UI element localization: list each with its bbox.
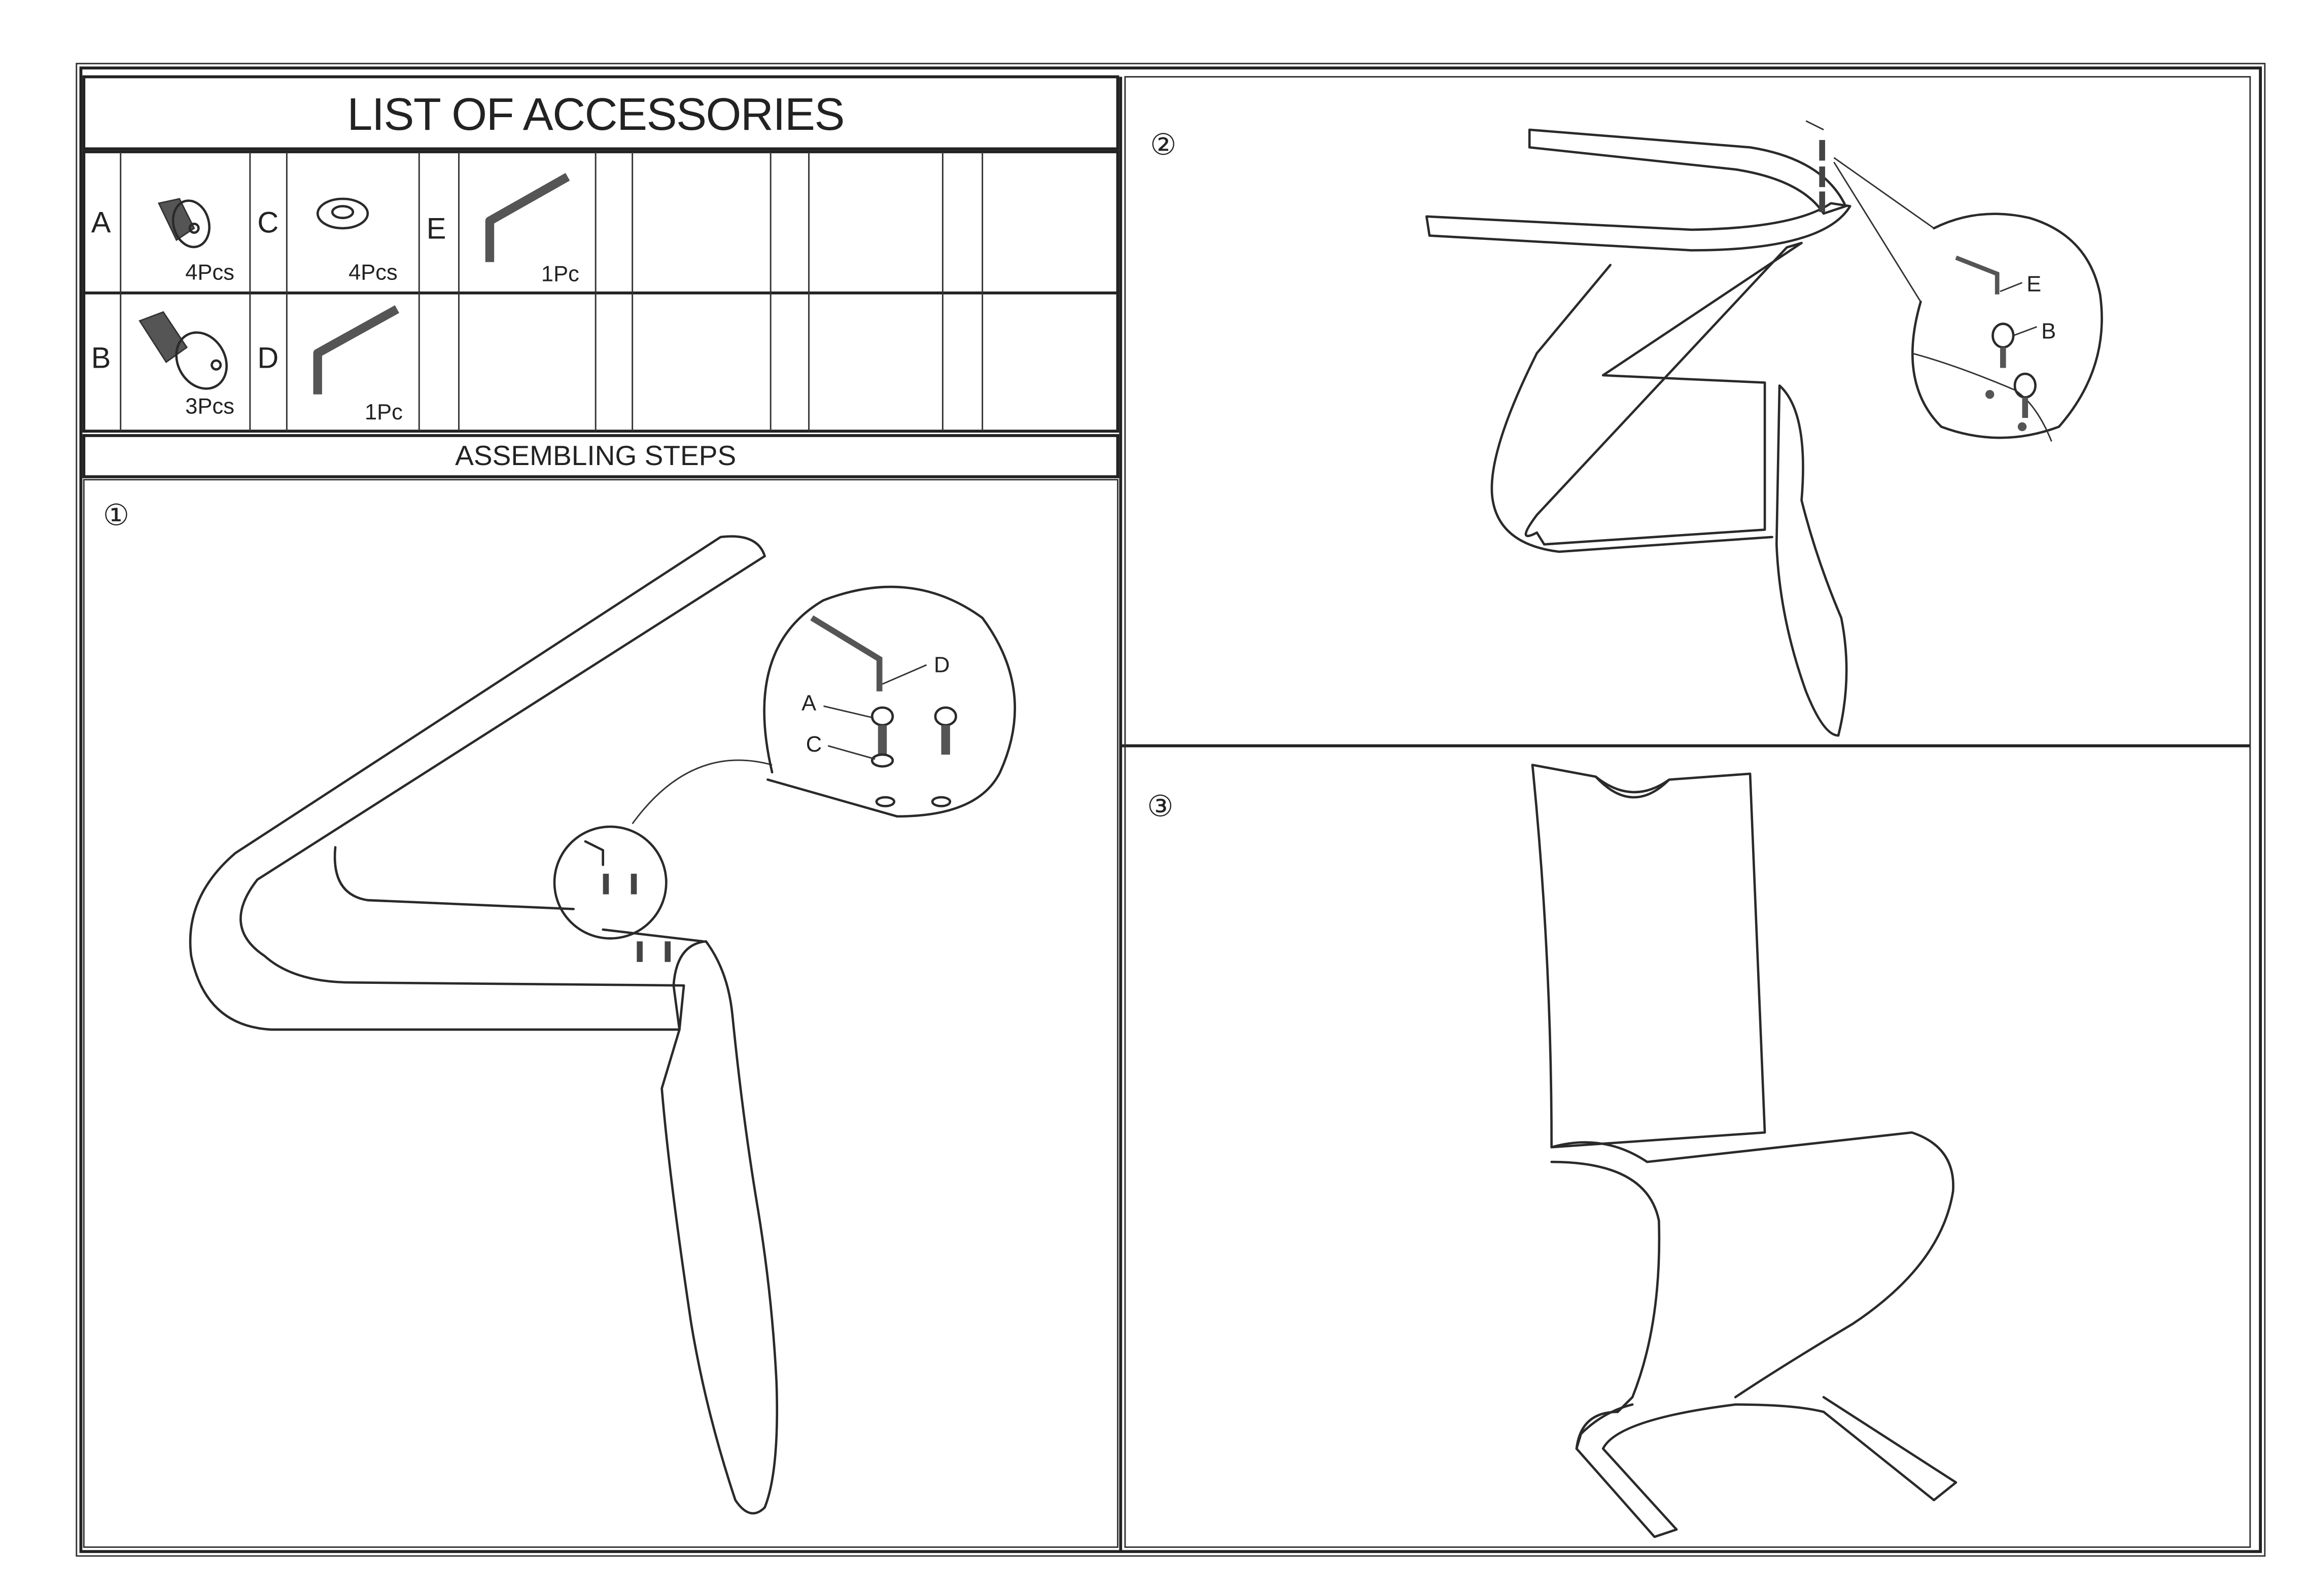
washer-icon: [316, 197, 369, 230]
bolt-icon: [138, 311, 228, 390]
item-qty: 4Pcs: [348, 261, 398, 285]
assembling-steps-title: ASSEMBLING STEPS: [455, 440, 736, 471]
step-number: ③: [1147, 791, 1173, 823]
assembled-chair-drawing: [1531, 763, 1958, 1538]
item-letter: A: [91, 207, 111, 239]
item-qty: 1Pc: [541, 262, 579, 286]
callout-a: A: [801, 691, 816, 716]
bolt-icon: [158, 198, 211, 249]
item-qty: 4Pcs: [185, 261, 234, 285]
accessories-title: LIST OF ACCESSORIES: [347, 89, 844, 140]
allen-key-icon: [313, 305, 400, 395]
callout-e: E: [2027, 272, 2041, 297]
callout-d: D: [934, 653, 950, 678]
item-qty: 1Pc: [365, 400, 403, 424]
table-grid: [120, 152, 984, 432]
chair-frame-drawing: D A C: [189, 535, 1016, 1515]
accessories-title-box: [82, 75, 1120, 151]
outer-frame: [79, 66, 2262, 1553]
step-number: ①: [103, 500, 129, 532]
callout-b: B: [2041, 319, 2056, 343]
allen-key-icon: [485, 173, 570, 262]
item-letter: D: [257, 342, 278, 374]
assembling-steps-header: [82, 434, 1120, 478]
accessories-table: [82, 150, 1120, 433]
step-1: ① D A C: [103, 500, 1016, 1515]
step-number: ②: [1150, 129, 1176, 161]
item-letter: E: [427, 212, 446, 245]
callout-c: C: [806, 732, 822, 757]
chair-upside-down-drawing: E B: [1425, 120, 2103, 737]
item-letter: C: [257, 207, 278, 239]
item-letter: B: [91, 342, 111, 374]
accessories-section: LIST OF ACCESSORIES A 4Pcs C: [82, 75, 1120, 433]
step-3: ③: [1147, 763, 1958, 1538]
item-qty: 3Pcs: [185, 394, 234, 418]
step-2: ② E B: [1150, 120, 2103, 737]
